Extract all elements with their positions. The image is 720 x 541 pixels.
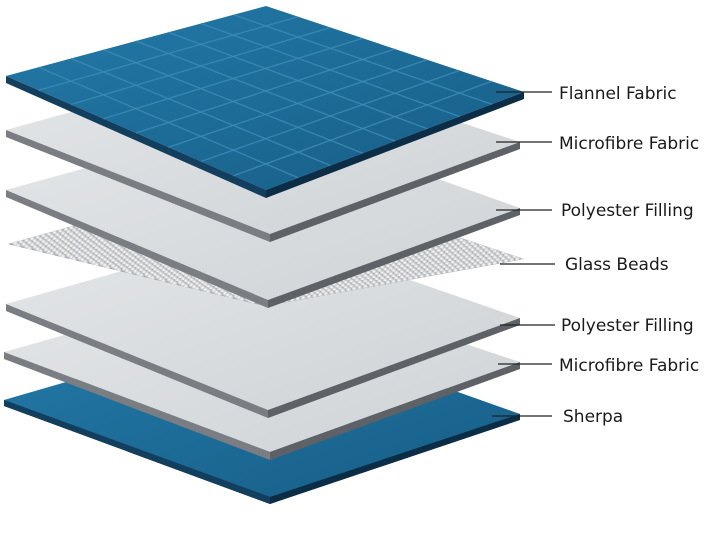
glass-bead: [520, 255, 524, 263]
leader-lines: [492, 91, 555, 417]
flannel-grid-line: [200, 22, 460, 118]
layer-polyester-bottom-side: [6, 304, 268, 418]
label-microfibre-bottom: Microfibre Fabric: [559, 356, 699, 376]
label-polyester-top: Polyester Filling: [561, 201, 694, 221]
layer-flannel-top: [6, 6, 524, 190]
layer-microfibre-top-side: [6, 130, 270, 242]
flannel-grid-pattern: [38, 14, 492, 179]
flannel-grid-line: [233, 14, 492, 105]
layer-polyester-top-side: [6, 190, 268, 308]
layer-sherpa-side: [4, 400, 270, 504]
flannel-grid-line: [168, 31, 428, 130]
layer-stack: [4, 6, 524, 504]
label-glass-beads: Glass Beads: [565, 255, 669, 275]
layer-flannel: [6, 6, 524, 198]
flannel-grid-line: [135, 48, 396, 134]
flannel-grid-line: [168, 59, 428, 148]
label-flannel: Flannel Fabric: [559, 84, 677, 104]
label-sherpa: Sherpa: [563, 407, 623, 427]
layer-microfibre-bottom-side: [4, 352, 270, 460]
layer-flannel-side: [6, 76, 266, 198]
flannel-grid-line: [200, 69, 460, 163]
layer-labels: Flannel Fabric Microfibre Fabric Polyest…: [559, 84, 699, 427]
label-polyester-bottom: Polyester Filling: [561, 316, 694, 336]
glass-bead: [514, 256, 523, 264]
label-microfibre-top: Microfibre Fabric: [559, 134, 699, 154]
flannel-grid-line: [233, 80, 492, 177]
